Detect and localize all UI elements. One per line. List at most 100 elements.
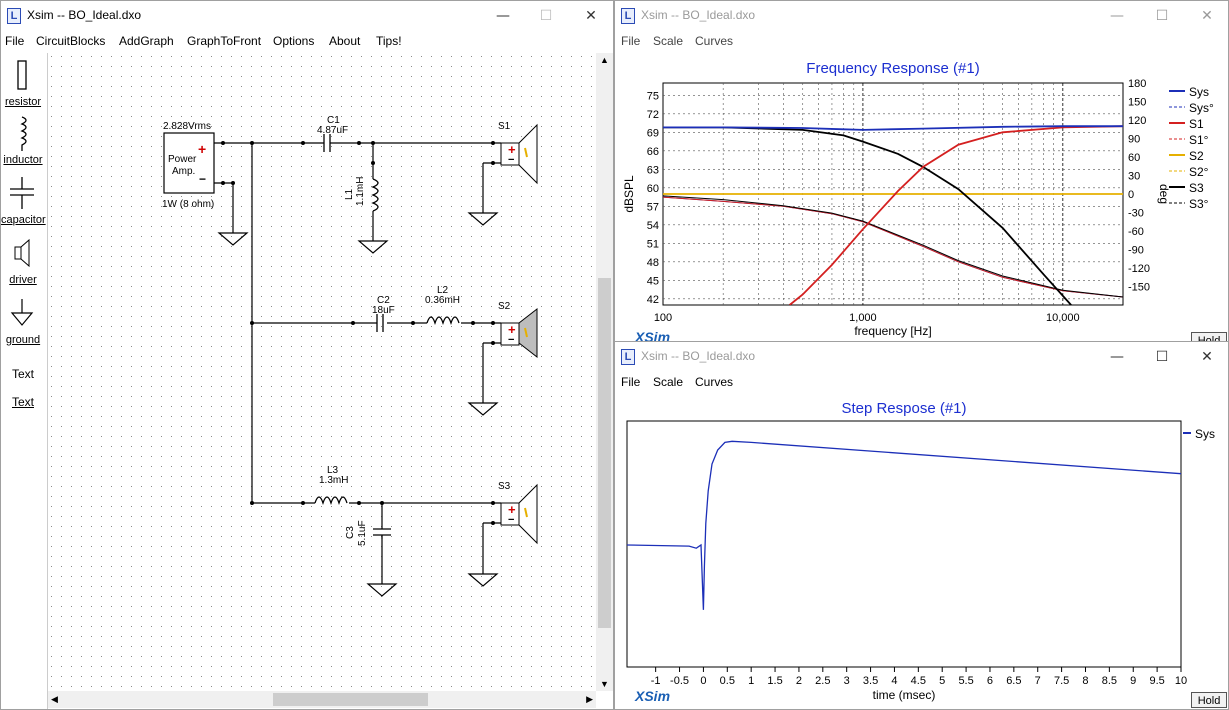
l2-value: 0.36mH [425,295,460,306]
y-tick-label: 45 [647,275,659,287]
l3-symbol [314,496,348,506]
y2-tick-label: -150 [1128,282,1150,294]
minimize-button[interactable]: — [1110,349,1124,365]
series-line-sys [663,125,1123,131]
menu-graphtofront[interactable]: GraphToFront [187,34,262,48]
series-line-s1 [789,125,1123,305]
x-tick-label: 9.5 [1149,675,1164,687]
y2-tick-label: 60 [1128,152,1140,164]
speaker-s1[interactable]: + − [500,123,538,185]
close-button[interactable]: ✕ [1201,8,1213,24]
s1-plus: + [508,142,516,157]
minimize-button[interactable]: — [496,8,510,24]
menu-about[interactable]: About [329,34,361,48]
xsim-logo: XSim [635,329,671,342]
menu-tips[interactable]: Tips! [376,34,402,48]
vscroll-thumb[interactable] [598,278,611,628]
junction-dots [221,141,495,525]
y-tick-label: 75 [647,90,659,102]
freq-menubar: File Scale Curves [615,31,1228,51]
speaker-s3[interactable]: + − [500,483,538,545]
tool-driver[interactable]: driver [1,235,45,286]
menu-circuitblocks[interactable]: CircuitBlocks [36,34,106,48]
tool-label-inductor: inductor [3,154,43,166]
schematic-titlebar[interactable]: L Xsim -- BO_Ideal.dxo — ☐ ✕ [1,1,613,31]
menu-file[interactable]: File [5,34,25,48]
tool-inductor[interactable]: inductor [1,115,45,166]
speaker-s2[interactable]: + − [500,307,538,359]
y2-tick-label: -30 [1128,208,1144,220]
scroll-left-arrow-icon[interactable]: ◀ [51,694,58,704]
close-button[interactable]: ✕ [585,8,597,24]
x-tick-label: -1 [651,675,661,687]
x-tick-label: 10,000 [1046,312,1080,324]
step-titlebar[interactable]: L Xsim -- BO_Ideal.dxo — ☐ ✕ [615,342,1228,372]
inductor-symbols [314,178,460,506]
x-tick-label: 5.5 [958,675,973,687]
menu-file[interactable]: File [621,375,641,389]
x-tick-label: 6.5 [1006,675,1021,687]
scroll-down-arrow-icon[interactable]: ▼ [600,679,609,689]
y2-tick-label: 30 [1128,171,1140,183]
x-tick-label: 100 [654,312,672,324]
window-title: Xsim -- BO_Ideal.dxo [27,8,142,22]
menu-scale[interactable]: Scale [653,34,684,48]
tool-ground[interactable]: ground [1,295,45,346]
frequency-response-chart[interactable]: Frequency Response (#1)42454851545760636… [615,53,1228,342]
hold-button[interactable]: Hold [1191,692,1227,708]
legend-label: S1° [1189,133,1209,147]
amp-line1: Power [168,154,197,165]
scroll-right-arrow-icon[interactable]: ▶ [586,694,593,704]
tool-resistor[interactable]: resistor [1,57,45,108]
x-tick-label: 8.5 [1102,675,1117,687]
c1-name: C1 [327,115,340,126]
l1-value: 1.1mH [355,177,366,206]
tool-text-underlined[interactable]: Text [1,395,45,409]
menu-addgraph[interactable]: AddGraph [119,34,174,48]
freq-titlebar[interactable]: L Xsim -- BO_Ideal.dxo — ☐ ✕ [615,1,1228,31]
x-axis-label: time (msec) [873,688,936,702]
close-button[interactable]: ✕ [1201,349,1213,365]
s3-plus: + [508,502,516,517]
menu-curves[interactable]: Curves [695,375,734,389]
tool-label-resistor: resistor [4,96,42,108]
s3-minus: − [508,514,514,526]
maximize-button[interactable]: ☐ [1155,349,1169,365]
y2-tick-label: -120 [1128,263,1150,275]
x-tick-label: 4.5 [911,675,926,687]
legend-label: Sys [1195,427,1215,441]
menu-file[interactable]: File [621,34,641,48]
hold-button[interactable]: Hold [1191,332,1227,341]
step-response-window: L Xsim -- BO_Ideal.dxo — ☐ ✕ File Scale … [614,341,1229,710]
l3-value: 1.3mH [319,475,348,486]
speaker-icon [14,238,30,268]
schematic-canvas[interactable]: + − + − + − 2.828Vrms Power Amp. + − 1W … [48,53,595,691]
plot-area [626,420,1182,668]
tool-capacitor[interactable]: capacitor [1,175,46,226]
menu-curves[interactable]: Curves [695,34,734,48]
xsim-app-icon: L [621,349,635,365]
legend-label: S3° [1189,197,1209,211]
schematic-vscrollbar[interactable]: ▲ ▼ [596,53,613,691]
schematic-hscrollbar[interactable]: ◀ ▶ [48,691,596,708]
l1-symbol [371,178,379,212]
scroll-up-arrow-icon[interactable]: ▲ [600,55,609,65]
x-tick-label: 10 [1175,675,1187,687]
tool-text-plain[interactable]: Text [1,367,45,381]
y-tick-label: 60 [647,183,659,195]
y2-tick-label: 0 [1128,189,1134,201]
x-tick-label: 0 [700,675,706,687]
menu-scale[interactable]: Scale [653,375,684,389]
maximize-button[interactable]: ☐ [1155,8,1169,24]
minimize-button[interactable]: — [1110,8,1124,24]
amp-line2: Amp. [172,166,195,177]
component-palette: resistor inductor capacitor driver groun… [1,53,48,709]
y-axis-label: dBSPL [622,175,636,213]
x-tick-label: 7 [1035,675,1041,687]
maximize-button[interactable]: ☐ [539,8,553,24]
hscroll-thumb[interactable] [273,693,428,706]
menu-options[interactable]: Options [273,34,315,48]
l1-name: L1 [344,188,355,200]
xsim-app-icon: L [7,8,21,24]
